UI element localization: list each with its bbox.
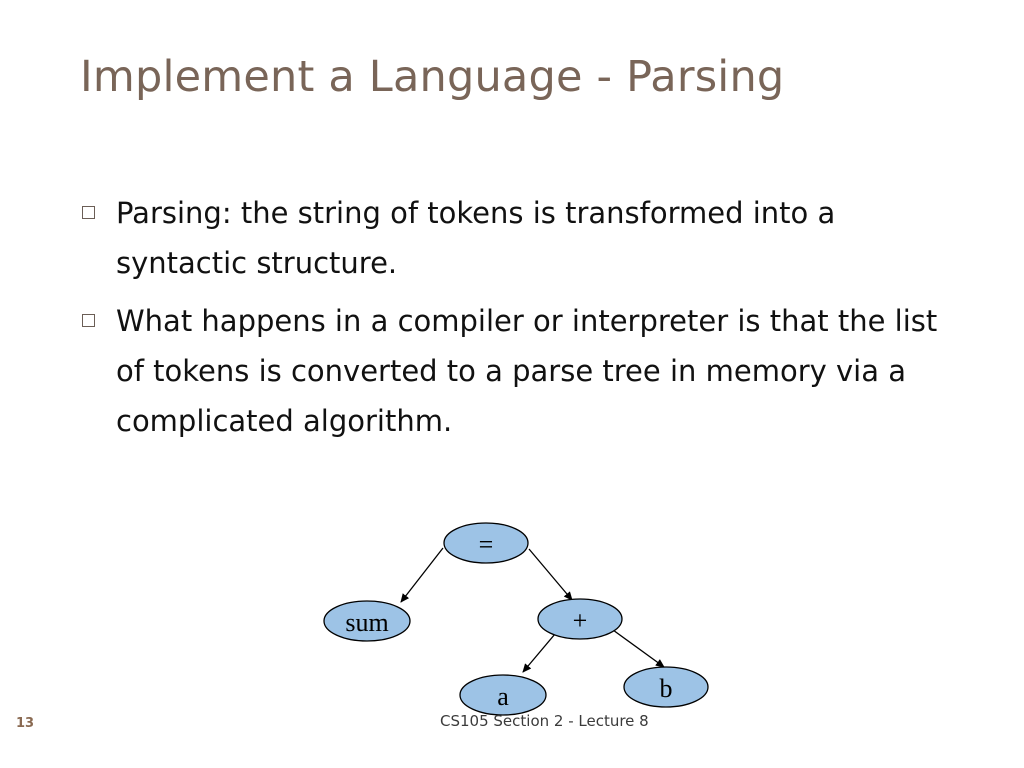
node-label: sum [345,608,388,637]
page-number: 13 [16,716,35,731]
tree-node-plus: + [537,598,623,640]
tree-node-a: a [459,674,547,716]
slide-title: Implement a Language - Parsing [80,52,785,102]
edge-plus-b [612,629,665,668]
bullet-item: What happens in a compiler or interprete… [82,296,942,446]
node-label: = [479,530,494,559]
tree-node-sum: sum [323,600,411,642]
edge-plus-a [522,633,556,673]
node-label: a [497,682,509,711]
node-label: b [660,674,673,703]
node-label: + [573,606,588,635]
slide-footer: CS105 Section 2 - Lecture 8 [440,712,649,730]
bullet-text: What happens in a compiler or interprete… [116,304,938,438]
bullet-item: Parsing: the string of tokens is transfo… [82,188,942,288]
tree-node-root: = [443,522,529,564]
bullet-text: Parsing: the string of tokens is transfo… [116,196,836,280]
tree-node-b: b [623,666,709,708]
square-bullet-icon [82,206,95,219]
square-bullet-icon [82,314,95,327]
bullet-list: Parsing: the string of tokens is transfo… [82,188,942,454]
edge-root-right [528,548,573,601]
edge-root-left [400,547,444,603]
